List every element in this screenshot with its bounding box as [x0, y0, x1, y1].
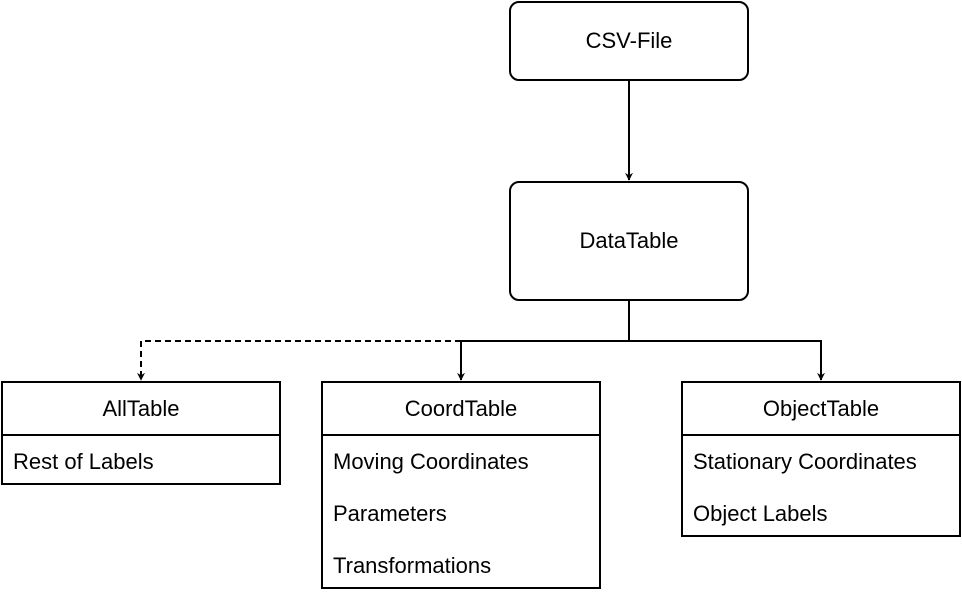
coordtable-title: CoordTable — [323, 383, 599, 436]
coordtable-row: Parameters — [333, 501, 447, 526]
datatable-label: DataTable — [579, 228, 679, 253]
datatable-node[interactable]: DataTable — [509, 181, 749, 301]
objecttable-node[interactable]: ObjectTable Stationary Coordinates Objec… — [681, 381, 961, 537]
coordtable-node[interactable]: CoordTable Moving Coordinates Parameters… — [321, 381, 601, 589]
coordtable-row: Moving Coordinates — [333, 449, 529, 474]
objecttable-row: Stationary Coordinates — [693, 449, 917, 474]
edge-datatable-to-coordtable — [457, 301, 630, 381]
csv-file-label: CSV-File — [585, 28, 673, 53]
alltable-row: Rest of Labels — [13, 449, 154, 474]
alltable-node[interactable]: AllTable Rest of Labels — [1, 381, 281, 485]
objecttable-title: ObjectTable — [683, 383, 959, 436]
edge-dashed-to-alltable — [137, 340, 461, 381]
alltable-title: AllTable — [3, 383, 279, 436]
objecttable-row: Object Labels — [693, 501, 828, 526]
edge-datatable-to-objecttable — [629, 340, 825, 381]
coordtable-row: Transformations — [333, 553, 492, 578]
csv-file-node[interactable]: CSV-File — [509, 1, 749, 81]
